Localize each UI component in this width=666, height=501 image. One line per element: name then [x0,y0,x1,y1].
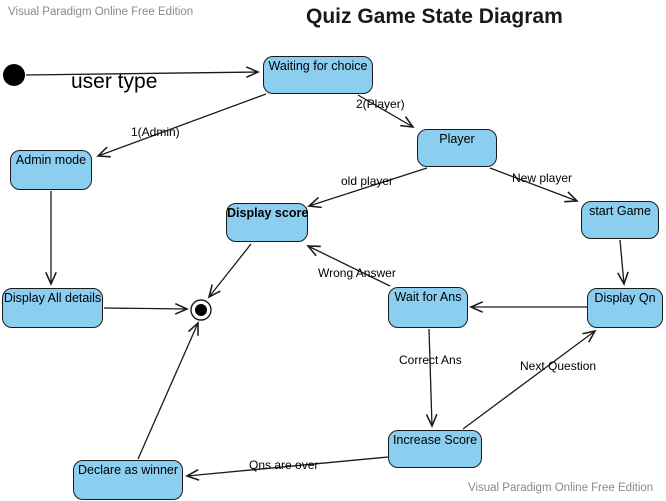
diagram-title: Quiz Game State Diagram [306,5,563,28]
transition-label-user-type: user type [71,70,158,93]
state-label: Display Qn [594,291,656,305]
state-display-all-details[interactable]: Display All details [2,288,103,328]
final-state-node[interactable] [190,299,212,321]
state-label: Display score [227,206,309,220]
edge-declare-to-final [137,321,199,460]
state-declare-as-winner[interactable]: Declare as winner [73,460,183,500]
state-label: Declare as winner [77,463,179,477]
transition-label-new-player: New player [512,171,573,185]
edge-wait-ans-to-increase-score [425,328,438,428]
transition-label-1-admin: 1(Admin) [131,125,180,139]
state-display-score[interactable]: Display score [226,203,308,242]
transition-label-old-player: old player [341,174,394,188]
state-wait-for-ans[interactable]: Wait for Ans [388,287,468,328]
watermark-bottom-right: Visual Paradigm Online Free Edition [468,482,654,494]
state-waiting-for-choice[interactable]: Waiting for choice [263,56,373,94]
state-label: Waiting for choice [268,59,368,73]
state-player[interactable]: Player [417,129,497,167]
edge-display-all-to-final [103,302,189,315]
state-label: Admin mode [15,153,87,167]
state-label: Wait for Ans [394,290,462,304]
state-display-qn[interactable]: Display Qn [587,288,663,328]
edge-display-score-to-final [207,243,252,299]
state-admin-mode[interactable]: Admin mode [10,150,92,190]
state-increase-score[interactable]: Increase Score [388,430,482,468]
state-label: start Game [589,204,651,218]
state-start-game[interactable]: start Game [581,201,659,239]
transition-label-qns-are-over: Qns are over [249,458,319,472]
state-label: Player [439,132,475,146]
edge-start-game-to-display-qn [617,239,629,286]
transition-label-wrong-answer: Wrong Answer [318,266,396,280]
watermark-top-left: Visual Paradigm Online Free Edition [8,6,194,18]
edge-waiting-to-admin [96,93,267,158]
transition-label-2-player: 2(Player) [356,97,405,111]
edge-increase-score-to-display-qn [462,329,597,430]
state-label: Increase Score [392,433,478,447]
state-label: Display All details [3,291,102,305]
initial-state-node[interactable] [3,64,25,86]
transition-label-correct-ans: Correct Ans [399,353,462,367]
transition-label-next-question: Next Question [520,359,597,373]
